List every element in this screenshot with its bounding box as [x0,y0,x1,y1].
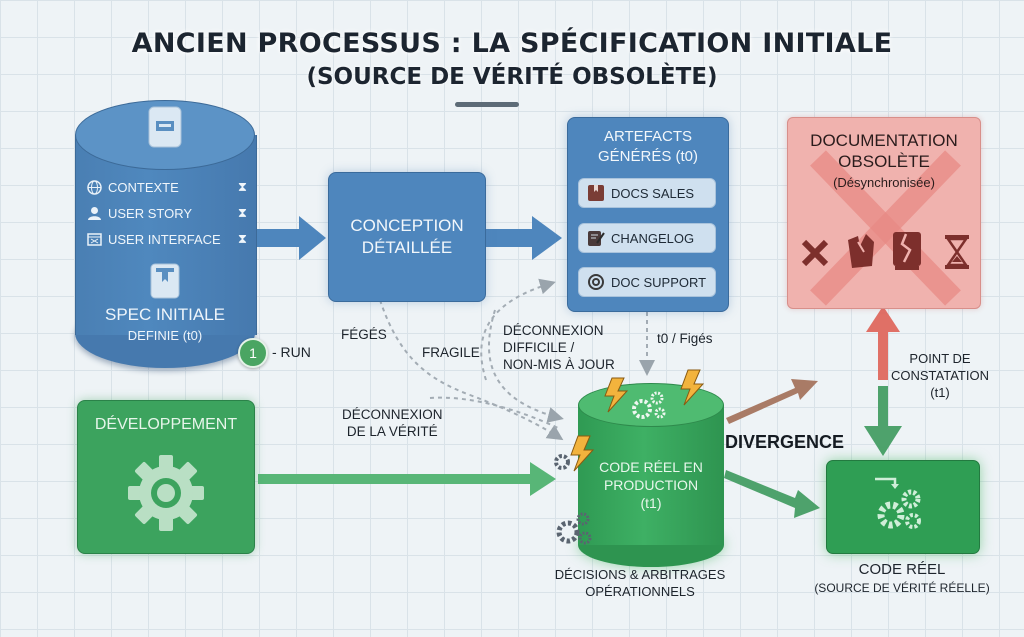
documentation-subtitle: (Désynchronisée) [833,175,935,190]
code-reel-sublabel: (SOURCE DE VÉRITÉ RÉELLE) [814,581,990,595]
hourglass-icon: ⧗ [237,205,247,220]
diagram-title: ANCIEN PROCESSUS : LA SPÉCIFICATION INIT… [131,28,893,59]
label-deconnexion-difficile: DÉCONNEXION DIFFICILE / NON-MIS À JOUR [503,322,615,373]
gear-icon [128,455,204,531]
cylinder-body [578,405,724,545]
label-point-constatation: POINT DE CONSTATATION (t1) [880,350,1000,401]
book-icon [588,185,604,201]
dashed-connector-fragile [480,278,556,381]
hourglass-icon: ⧗ [237,179,247,194]
dashed-connector-figes [379,299,564,441]
developpement-box: DÉVELOPPEMENT [77,400,255,554]
interface-window-icon [87,232,102,246]
diagram-subtitle: (SOURCE DE VÉRITÉ OBSOLÈTE) [306,64,718,90]
production-line3: (t1) [640,495,662,511]
conception-line2: DÉTAILLÉE [361,238,453,257]
label-t0-figes: t0 / Figés [657,331,713,346]
hourglass-icon [945,235,969,269]
lightning-icon [570,435,595,472]
code-reel-box [826,460,980,554]
arrow-spec-to-conception [257,216,326,260]
globe-icon [87,179,102,195]
run-label: - RUN [272,344,311,360]
lightning-icon [604,377,629,413]
label-line: CONSTATATION [891,368,989,383]
label-decisions: DÉCISIONS & ARBITRAGES OPÉRATIONNELS [540,566,740,600]
arrow-divergence-down [724,470,820,518]
spec-initiale-cylinder: CONTEXTE ⧗ USER STORY ⧗ USER INTERFACE ⧗… [75,100,257,368]
production-label: CODE RÉEL EN PRODUCTION (t1) [578,458,724,512]
broken-book-icon [893,232,921,270]
artefacts-title-line1: ARTEFACTS [603,128,693,145]
hourglass-icon: ⧗ [237,231,247,246]
archive-box-icon [148,106,182,148]
spec-item-user-interface: USER INTERFACE ⧗ [87,231,247,247]
arrow-up-to-documentation [866,306,900,380]
artefact-label: CHANGELOG [611,230,695,246]
documentation-title-line2: OBSOLÈTE [838,152,930,171]
run-badge[interactable]: 1 [238,338,268,368]
big-cross-icon [810,150,961,306]
label-line: DÉCISIONS & ARBITRAGES [554,567,726,582]
label-line: DÉCONNEXION [342,407,443,422]
spec-item-label: USER INTERFACE [108,231,221,247]
production-line2: PRODUCTION [603,477,699,493]
documentation-title-line1: DOCUMENTATION [810,131,958,150]
user-icon [88,206,101,220]
spec-item-contexte: CONTEXTE ⧗ [87,179,247,195]
spec-item-label: USER STORY [108,205,193,221]
spec-item-user-story: USER STORY ⧗ [87,205,247,221]
label-line: DÉCONNEXION [503,323,604,338]
label-line: OPÉRATIONNELS [585,584,695,599]
label-line: (t1) [930,385,950,400]
spec-subtitle: DEFINIE (t0) [127,328,203,343]
artefacts-generes-box: ARTEFACTS GÉNÉRÉS (t0) DOCS SALES CHANGE… [567,117,729,312]
title-underline [455,102,519,107]
dashed-connector-deconnexion [488,309,564,423]
conception-detaillee-box: CONCEPTION DÉTAILLÉE [328,172,486,302]
label-line: DIFFICILE / [503,340,575,355]
arrow-dev-to-production [258,462,556,496]
lightning-icon [680,369,705,406]
label-line: POINT DE [909,351,971,366]
label-line: NON-MIS À JOUR [503,357,615,372]
dashed-connector-verite [429,396,559,429]
spec-title: SPEC INITIALE [105,305,225,324]
artefacts-title-line2: GÉNÉRÉS (t0) [597,148,699,165]
code-reel-label: CODE RÉEL [858,561,946,578]
artefact-item-doc-support: DOC SUPPORT [578,267,716,297]
gears-icon [556,512,592,545]
support-headset-icon [588,274,604,290]
gears-process-icon [875,477,921,529]
arrow-down-to-code-reel [864,386,902,456]
production-line1: CODE RÉEL EN [599,459,703,475]
label-line: DE LA VÉRITÉ [346,424,438,439]
gears-icon [632,391,666,419]
artefact-item-changelog: CHANGELOG [578,223,716,253]
artefact-label: DOCS SALES [611,185,695,201]
arrow-conception-to-artefacts [484,216,562,260]
developpement-label: DÉVELOPPEMENT [94,416,238,433]
documentation-obsolete-box: DOCUMENTATION OBSOLÈTE (Désynchronisée) [787,117,981,309]
torn-document-icon [848,234,874,268]
label-deconnexion-verite: DÉCONNEXION DE LA VÉRITÉ [342,406,443,440]
notepad-pen-icon [588,231,605,246]
gear-icon [554,454,570,470]
spec-item-label: CONTEXTE [108,179,179,195]
label-divergence: DIVERGENCE [725,432,845,452]
label-fragile: FRAGILE [422,345,480,360]
bookmark-book-icon [150,263,180,299]
conception-line1: CONCEPTION [350,216,464,235]
label-figes: FÉGÉS [341,327,387,342]
cross-icon [801,239,829,267]
arrow-divergence-up [726,379,818,424]
code-production-cylinder: CODE RÉEL EN PRODUCTION (t1) [578,383,724,567]
artefact-item-docs-sales: DOCS SALES [578,178,716,208]
artefact-label: DOC SUPPORT [611,274,707,290]
